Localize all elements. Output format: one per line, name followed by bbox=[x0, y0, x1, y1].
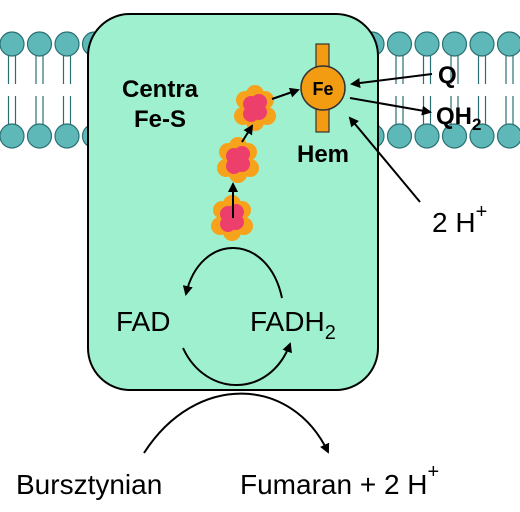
fumarate-superscript: + bbox=[428, 461, 440, 483]
lipid-head bbox=[414, 123, 440, 149]
fe-s-cluster-middle bbox=[217, 137, 259, 183]
fumarate-label: Fumaran + 2 H+ bbox=[240, 461, 439, 500]
arrow-cluster-top-to-heme bbox=[271, 87, 300, 100]
cluster-sulfur-atom bbox=[220, 216, 236, 232]
lipid-head bbox=[0, 123, 25, 149]
lipid-head bbox=[496, 123, 520, 149]
arrow-q-to-fe bbox=[350, 73, 433, 88]
arrow-fe-to-qh2 bbox=[349, 97, 432, 116]
arc-fad-to-fadh2 bbox=[182, 342, 292, 386]
cluster-sulfur-atom bbox=[226, 158, 242, 174]
fe-s-cluster-top bbox=[234, 85, 276, 131]
arc-fadh2-to-fad bbox=[182, 247, 283, 299]
qh2-label: QH2 bbox=[436, 103, 481, 134]
lipid-head bbox=[0, 31, 25, 57]
lipid-head bbox=[26, 31, 53, 57]
cluster-sulfur-atom bbox=[243, 106, 259, 122]
succinate-label: Bursztynian bbox=[16, 469, 162, 500]
arc-succinate-to-fumarate bbox=[143, 392, 330, 454]
lipid-head bbox=[54, 123, 80, 149]
fumarate-base: Fumaran + 2 H bbox=[240, 469, 428, 500]
fad-label: FAD bbox=[116, 306, 170, 337]
protons-in-superscript: + bbox=[476, 201, 488, 223]
fe-label: Fe bbox=[312, 79, 333, 99]
lipid-head bbox=[469, 31, 495, 57]
arrow-protons-to-fe bbox=[348, 116, 421, 203]
protons-in-base: 2 H bbox=[432, 207, 476, 238]
arrow-cluster-middle-to-top bbox=[241, 124, 254, 143]
fadh2-subscript: 2 bbox=[325, 322, 336, 344]
fadh2-label: FADH2 bbox=[250, 306, 336, 344]
lipid-head bbox=[386, 123, 413, 149]
lipid-head bbox=[26, 123, 53, 149]
fe-s-centers-label-line2: Fe-S bbox=[134, 106, 186, 133]
qh2-subscript: 2 bbox=[472, 115, 481, 134]
lipid-head bbox=[496, 31, 520, 57]
q-label: Q bbox=[438, 62, 457, 89]
lipid-head bbox=[469, 123, 495, 149]
lipid-head bbox=[414, 31, 440, 57]
lipid-head bbox=[441, 31, 468, 57]
cluster-sulfur-atom bbox=[234, 146, 250, 162]
heme-label: Hem bbox=[297, 141, 349, 168]
qh2-base: QH bbox=[436, 103, 472, 130]
cluster-sulfur-atom bbox=[251, 94, 267, 110]
lipid-head bbox=[441, 123, 468, 149]
fadh2-base: FADH bbox=[250, 306, 325, 337]
fe-s-centers-label-line1: Centra bbox=[122, 76, 199, 103]
lipid-head bbox=[386, 31, 413, 57]
protons-in-label: 2 H+ bbox=[432, 201, 487, 238]
heme-iron-circle bbox=[300, 65, 346, 111]
lipid-head bbox=[54, 31, 80, 57]
